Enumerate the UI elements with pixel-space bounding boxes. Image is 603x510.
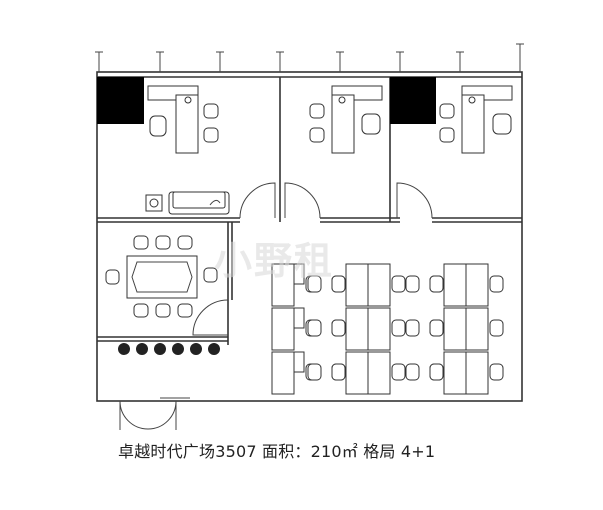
workstation-part (307, 275, 322, 293)
workstation-part (307, 363, 322, 381)
workstation-part (465, 263, 489, 307)
plan-caption: 卓越时代广场3507 面积：210㎡ 格局 4+1 (118, 442, 436, 461)
workstation-part (345, 263, 369, 307)
workstations (271, 263, 504, 395)
workstation-part (443, 351, 467, 395)
workstation-part (331, 363, 346, 381)
workstation-part (331, 319, 346, 337)
room3-desk (439, 85, 513, 154)
workstation-part (429, 319, 444, 337)
workstation-part (271, 307, 295, 351)
workstation-part (391, 319, 406, 337)
watermark: 小野租 (214, 239, 335, 283)
workstation-part (367, 263, 391, 307)
doors (119, 182, 433, 430)
column-marks (95, 43, 524, 72)
storage-block-2 (390, 77, 436, 124)
workstation-part (293, 263, 305, 285)
room2-desk (309, 85, 383, 154)
workstation-part (443, 307, 467, 351)
workstation-part (465, 351, 489, 395)
workstation-part (367, 307, 391, 351)
workstation-part (429, 363, 444, 381)
workstation-part (345, 307, 369, 351)
workstation-part (489, 275, 504, 293)
workstation-part (429, 275, 444, 293)
workstation-part (405, 275, 420, 293)
workstation-part (271, 263, 295, 307)
workstation-part (367, 351, 391, 395)
workstation-part (405, 319, 420, 337)
workstation-part (489, 363, 504, 381)
workstation-part (271, 351, 295, 395)
workstation-part (443, 263, 467, 307)
outer-wall (96, 71, 523, 402)
workstation-part (331, 275, 346, 293)
workstation-part (293, 351, 305, 373)
room1-desk (147, 85, 219, 154)
workstation-part (405, 363, 420, 381)
workstation-part (345, 351, 369, 395)
workstation-part (391, 363, 406, 381)
storage-block-1 (97, 77, 144, 124)
workstation-part (307, 319, 322, 337)
meeting-table (105, 235, 218, 318)
plants (118, 343, 220, 355)
workstation-part (391, 275, 406, 293)
workstation-part (293, 307, 305, 329)
workstation-part (465, 307, 489, 351)
sofa (145, 191, 230, 215)
workstation-part (489, 319, 504, 337)
